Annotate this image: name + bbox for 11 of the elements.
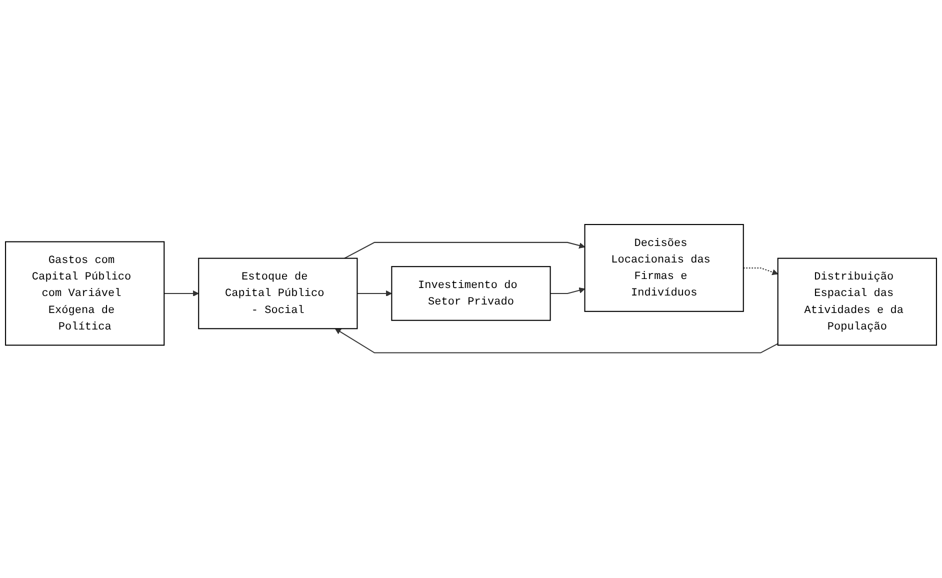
arrow <box>743 268 778 276</box>
node-box: Gastos com Capital Público com Variável Exógena de Política <box>5 242 165 346</box>
arrow <box>164 290 199 297</box>
arrow <box>357 290 392 297</box>
arrow <box>334 328 778 354</box>
node-box: Investimento do Setor Privado <box>391 266 551 322</box>
node-box: Estoque de Capital Público - Social <box>198 258 358 330</box>
node-box: Decisões Locacionais das Firmas e Indivíduos <box>584 224 744 312</box>
arrow <box>344 242 586 260</box>
node-box: Distribuição Espacial das Atividades e da População <box>777 258 937 346</box>
arrow <box>550 288 586 294</box>
